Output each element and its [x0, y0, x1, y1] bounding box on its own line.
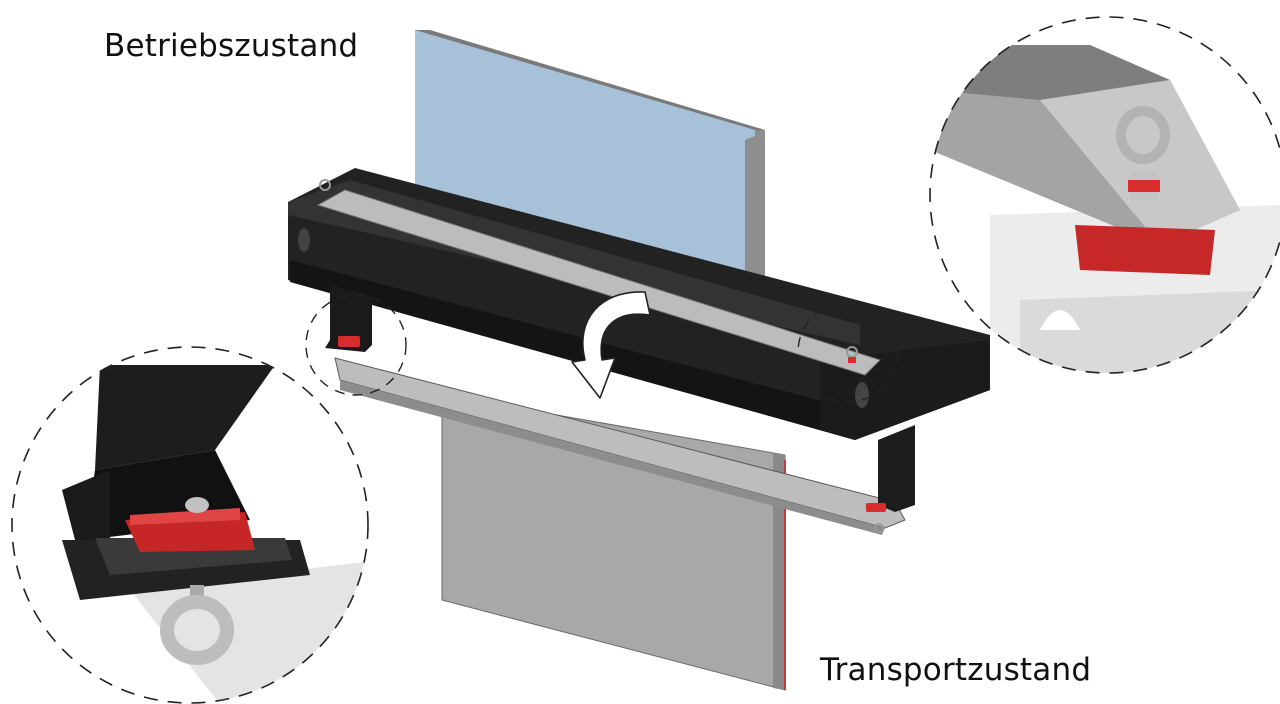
- eyebolt-right-lower: [874, 523, 884, 533]
- clamp-left: [338, 336, 360, 347]
- eyebolt-left-top: [319, 179, 331, 191]
- upper-rail: [316, 189, 881, 376]
- zoom-detail-right: [930, 17, 1280, 373]
- callout-small-right: [797, 301, 899, 403]
- operating-state-label: Betriebszustand: [104, 28, 359, 64]
- transport-state-label: Transportzustand: [820, 652, 1092, 688]
- eyebolt-icon: [160, 595, 234, 665]
- callout-large-right: [929, 16, 1280, 374]
- lower-rail: [334, 357, 906, 535]
- rotate-arrow-icon: [571, 291, 651, 399]
- right-lower-bracket: [878, 425, 915, 512]
- clamp-right-lower: [866, 503, 886, 512]
- callout-small-left: [305, 294, 407, 396]
- callout-large-left: [11, 346, 369, 704]
- left-bracket: [325, 285, 372, 352]
- zoom-detail-left: [12, 347, 368, 703]
- eyebolt-icon: [1116, 106, 1170, 164]
